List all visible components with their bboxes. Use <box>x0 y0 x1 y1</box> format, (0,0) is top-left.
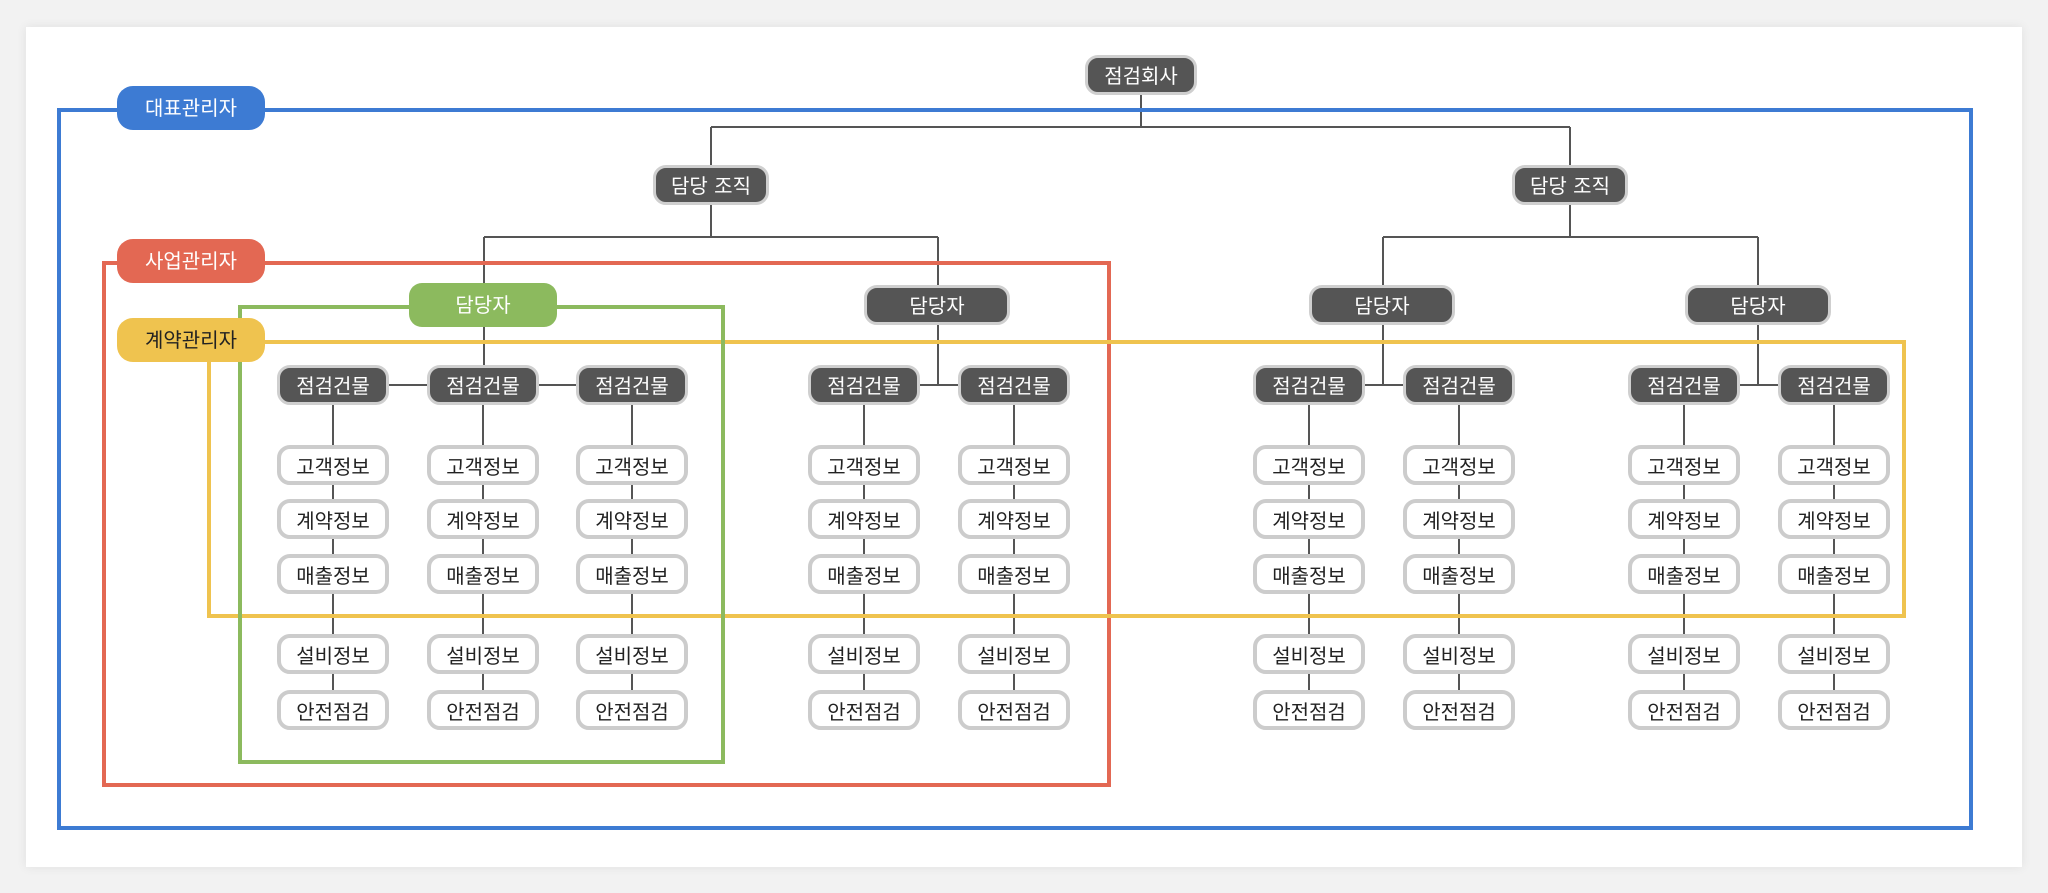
info-node: 매출정보 <box>277 554 389 594</box>
contract-admin-label: 계약관리자 <box>117 318 265 362</box>
building-node: 점검건물 <box>1253 365 1365 405</box>
representative-admin-scope-frame <box>57 108 1973 830</box>
info-node: 계약정보 <box>1778 499 1890 539</box>
info-node: 고객정보 <box>1403 445 1515 485</box>
info-node: 안전점검 <box>958 690 1070 730</box>
building-node: 점검건물 <box>958 365 1070 405</box>
info-node: 안전점검 <box>1403 690 1515 730</box>
representative-admin-label: 대표관리자 <box>117 86 265 130</box>
info-node: 계약정보 <box>1403 499 1515 539</box>
info-node: 계약정보 <box>958 499 1070 539</box>
info-node: 안전점검 <box>1628 690 1740 730</box>
info-node: 계약정보 <box>576 499 688 539</box>
info-node: 매출정보 <box>808 554 920 594</box>
info-node: 설비정보 <box>1628 634 1740 674</box>
building-node: 점검건물 <box>1403 365 1515 405</box>
manager-node-highlighted: 담당자 <box>409 283 557 327</box>
info-node: 매출정보 <box>1403 554 1515 594</box>
info-node: 안전점검 <box>808 690 920 730</box>
org-node: 담당 조직 <box>1512 165 1628 205</box>
info-node: 설비정보 <box>808 634 920 674</box>
info-node: 고객정보 <box>277 445 389 485</box>
building-node: 점검건물 <box>1628 365 1740 405</box>
info-node: 매출정보 <box>576 554 688 594</box>
info-node: 고객정보 <box>808 445 920 485</box>
info-node: 계약정보 <box>1253 499 1365 539</box>
info-node: 설비정보 <box>1253 634 1365 674</box>
info-node: 고객정보 <box>1628 445 1740 485</box>
info-node: 매출정보 <box>1628 554 1740 594</box>
info-node: 계약정보 <box>427 499 539 539</box>
info-node: 고객정보 <box>1253 445 1365 485</box>
info-node: 고객정보 <box>576 445 688 485</box>
manager-node: 담당자 <box>1309 285 1455 325</box>
info-node: 안전점검 <box>427 690 539 730</box>
building-node: 점검건물 <box>1778 365 1890 405</box>
building-node: 점검건물 <box>277 365 389 405</box>
building-node: 점검건물 <box>808 365 920 405</box>
info-node: 설비정보 <box>1403 634 1515 674</box>
manager-node: 담당자 <box>864 285 1010 325</box>
manager-node: 담당자 <box>1685 285 1831 325</box>
info-node: 계약정보 <box>1628 499 1740 539</box>
business-admin-label: 사업관리자 <box>117 239 265 283</box>
info-node: 매출정보 <box>1253 554 1365 594</box>
info-node: 설비정보 <box>1778 634 1890 674</box>
business-admin-scope-frame <box>102 261 1111 787</box>
info-node: 매출정보 <box>1778 554 1890 594</box>
info-node: 설비정보 <box>277 634 389 674</box>
info-node: 고객정보 <box>958 445 1070 485</box>
info-node: 설비정보 <box>427 634 539 674</box>
info-node: 안전점검 <box>277 690 389 730</box>
info-node: 매출정보 <box>958 554 1070 594</box>
org-node: 담당 조직 <box>653 165 769 205</box>
info-node: 고객정보 <box>1778 445 1890 485</box>
info-node: 설비정보 <box>958 634 1070 674</box>
building-node: 점검건물 <box>427 365 539 405</box>
building-node: 점검건물 <box>576 365 688 405</box>
info-node: 계약정보 <box>277 499 389 539</box>
info-node: 안전점검 <box>576 690 688 730</box>
info-node: 안전점검 <box>1253 690 1365 730</box>
contract-admin-scope-frame <box>207 340 1906 618</box>
root-company-node: 점검회사 <box>1085 55 1197 95</box>
info-node: 설비정보 <box>576 634 688 674</box>
info-node: 계약정보 <box>808 499 920 539</box>
info-node: 고객정보 <box>427 445 539 485</box>
info-node: 안전점검 <box>1778 690 1890 730</box>
info-node: 매출정보 <box>427 554 539 594</box>
